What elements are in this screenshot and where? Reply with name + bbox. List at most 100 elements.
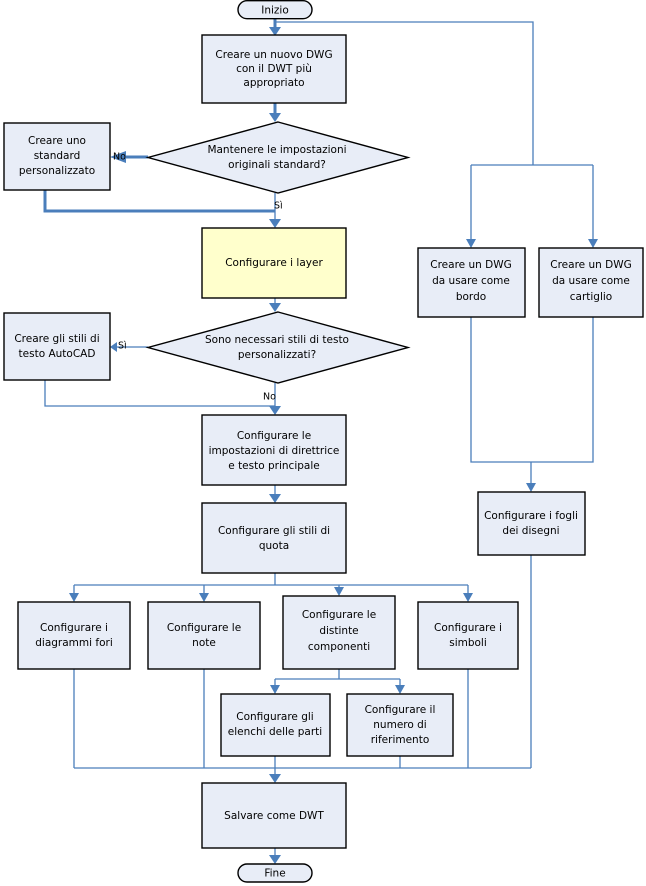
node-autocad-text-styles[interactable]: Creare gli stili di testo AutoCAD (3, 312, 111, 381)
edge-label-no-keep-standard: No (113, 152, 126, 163)
hole-charts-shape (17, 601, 131, 670)
node-reference-number[interactable]: Configurare il numero di riferimento (346, 693, 454, 757)
new-dwg-line-2: con il DWT più (236, 63, 312, 75)
symbols-line-1: Configurare i (434, 622, 502, 634)
edge-keep-std-to-layers (269, 193, 281, 228)
node-hole-charts[interactable]: Configurare i diagrammi fori (17, 601, 131, 670)
edge-label-si-text-styles: Sì (118, 341, 127, 352)
dimension-styles-shape (201, 502, 347, 574)
start-label: Inizio (261, 4, 289, 16)
leader-text-line-2: impostazioni di direttrice (209, 445, 340, 457)
new-dwg-shape (201, 34, 347, 104)
node-part-lists[interactable]: Configurare gli elenchi delle parti (220, 693, 331, 757)
edge-start-to-right-branch (275, 21, 598, 248)
node-border-dwg[interactable]: Creare un DWG da usare come bordo (417, 247, 526, 318)
text-styles-line-1: Sono necessari stili di testo (205, 334, 349, 346)
node-end[interactable]: Fine (237, 863, 313, 883)
text-styles-decision-shape (145, 311, 411, 384)
drawing-sheets-shape (477, 491, 586, 556)
reference-number-line-1: Configurare il (365, 704, 436, 716)
node-dimension-styles[interactable]: Configurare gli stili di quota (201, 502, 347, 574)
edge-right-dwgs-to-sheets (470, 317, 594, 492)
edge-text-styles-q-to-acad-styles (110, 342, 148, 352)
notes-line-1: Configurare le (167, 622, 241, 634)
edge-labels-layer: No Sì Sì No (113, 152, 283, 403)
edge-start-to-new-dwg (269, 19, 281, 36)
border-dwg-line-3: bordo (456, 291, 486, 303)
leader-text-line-3: e testo principale (228, 460, 319, 472)
autocad-text-styles-shape (3, 312, 111, 381)
keep-standard-decision-shape (145, 121, 411, 194)
edges-layer (43, 19, 598, 864)
edge-keep-std-to-custom-std (110, 151, 148, 163)
edge-acad-styles-to-leader-text (44, 380, 275, 407)
node-leader-text-settings[interactable]: Configurare le impostazioni di direttric… (201, 414, 347, 486)
title-block-dwg-line-1: Creare un DWG (550, 259, 631, 271)
edge-save-dwt-to-end (269, 848, 281, 864)
part-lists-line-2: elenchi delle parti (228, 726, 322, 738)
dimension-styles-line-2: quota (259, 540, 289, 552)
end-terminator-shape (237, 863, 313, 883)
border-dwg-shape (417, 247, 526, 318)
edge-bom-fanout (270, 669, 405, 694)
dimension-styles-line-1: Configurare gli stili di (218, 525, 330, 537)
edge-new-dwg-to-keep-std (269, 103, 281, 122)
bom-line-3: componenti (308, 641, 370, 653)
symbols-line-2: simboli (449, 637, 487, 649)
bom-line-1: Configurare le (302, 609, 376, 621)
new-dwg-line-1: Creare un nuovo DWG (215, 49, 332, 61)
symbols-shape (417, 601, 519, 670)
node-title-block-dwg[interactable]: Creare un DWG da usare come cartiglio (538, 247, 644, 318)
node-notes[interactable]: Configurare le note (147, 601, 261, 670)
start-terminator-shape (237, 0, 313, 20)
keep-standard-line-1: Mantenere le impostazioni (207, 144, 346, 156)
node-start[interactable]: Inizio (237, 0, 313, 20)
autocad-text-styles-line-1: Creare gli stili di (14, 333, 99, 345)
border-dwg-line-2: da usare come (432, 275, 510, 287)
node-bom[interactable]: Configurare le distinte componenti (282, 595, 396, 670)
reference-number-line-2: numero di (373, 719, 426, 731)
leader-text-line-1: Configurare le (237, 430, 311, 442)
border-dwg-line-1: Creare un DWG (430, 259, 511, 271)
reference-number-shape (346, 693, 454, 757)
edge-layers-to-text-styles-q (269, 298, 281, 312)
custom-standard-shape (3, 122, 111, 191)
node-symbols[interactable]: Configurare i simboli (417, 601, 519, 670)
text-styles-line-2: personalizzati? (238, 349, 316, 361)
configure-layers-label: Configurare i layer (225, 257, 323, 269)
edge-dim-styles-fanout (69, 573, 473, 602)
edge-text-styles-q-to-leader-text (269, 383, 281, 415)
node-configure-layers[interactable]: Configurare i layer (201, 227, 347, 299)
title-block-dwg-line-2: da usare come (552, 275, 630, 287)
configure-layers-shape (201, 227, 347, 299)
autocad-text-styles-line-2: testo AutoCAD (19, 348, 96, 360)
notes-line-2: note (192, 637, 216, 649)
edge-converge-to-save-dwt (73, 555, 532, 783)
bom-line-2: distinte (319, 625, 358, 637)
drawing-sheets-line-1: Configurare i fogli (484, 510, 578, 522)
hole-charts-line-1: Configurare i (40, 622, 108, 634)
leader-text-settings-shape (201, 414, 347, 486)
node-keep-standard-decision[interactable]: Mantenere le impostazioni originali stan… (145, 121, 411, 194)
reference-number-line-3: riferimento (371, 734, 430, 746)
node-new-dwg[interactable]: Creare un nuovo DWG con il DWT più appro… (201, 34, 347, 104)
node-save-dwt[interactable]: Salvare come DWT (201, 782, 347, 849)
part-lists-shape (220, 693, 331, 757)
edge-leader-text-to-dim-styles (269, 485, 281, 503)
bom-shape (282, 595, 396, 670)
node-text-styles-decision[interactable]: Sono necessari stili di testo personaliz… (145, 311, 411, 384)
custom-standard-line-3: personalizzato (19, 165, 95, 177)
edge-label-no-text-styles: No (263, 392, 276, 403)
node-drawing-sheets[interactable]: Configurare i fogli dei disegni (477, 491, 586, 556)
notes-shape (147, 601, 261, 670)
part-lists-line-1: Configurare gli (236, 711, 313, 723)
save-dwt-shape (201, 782, 347, 849)
title-block-dwg-line-3: cartiglio (570, 291, 612, 303)
keep-standard-line-2: originali standard? (228, 159, 326, 171)
save-dwt-label: Salvare come DWT (224, 810, 324, 822)
node-custom-standard[interactable]: Creare uno standard personalizzato (3, 122, 111, 191)
edge-custom-std-to-layers (43, 190, 275, 213)
custom-standard-line-1: Creare uno (28, 135, 86, 147)
